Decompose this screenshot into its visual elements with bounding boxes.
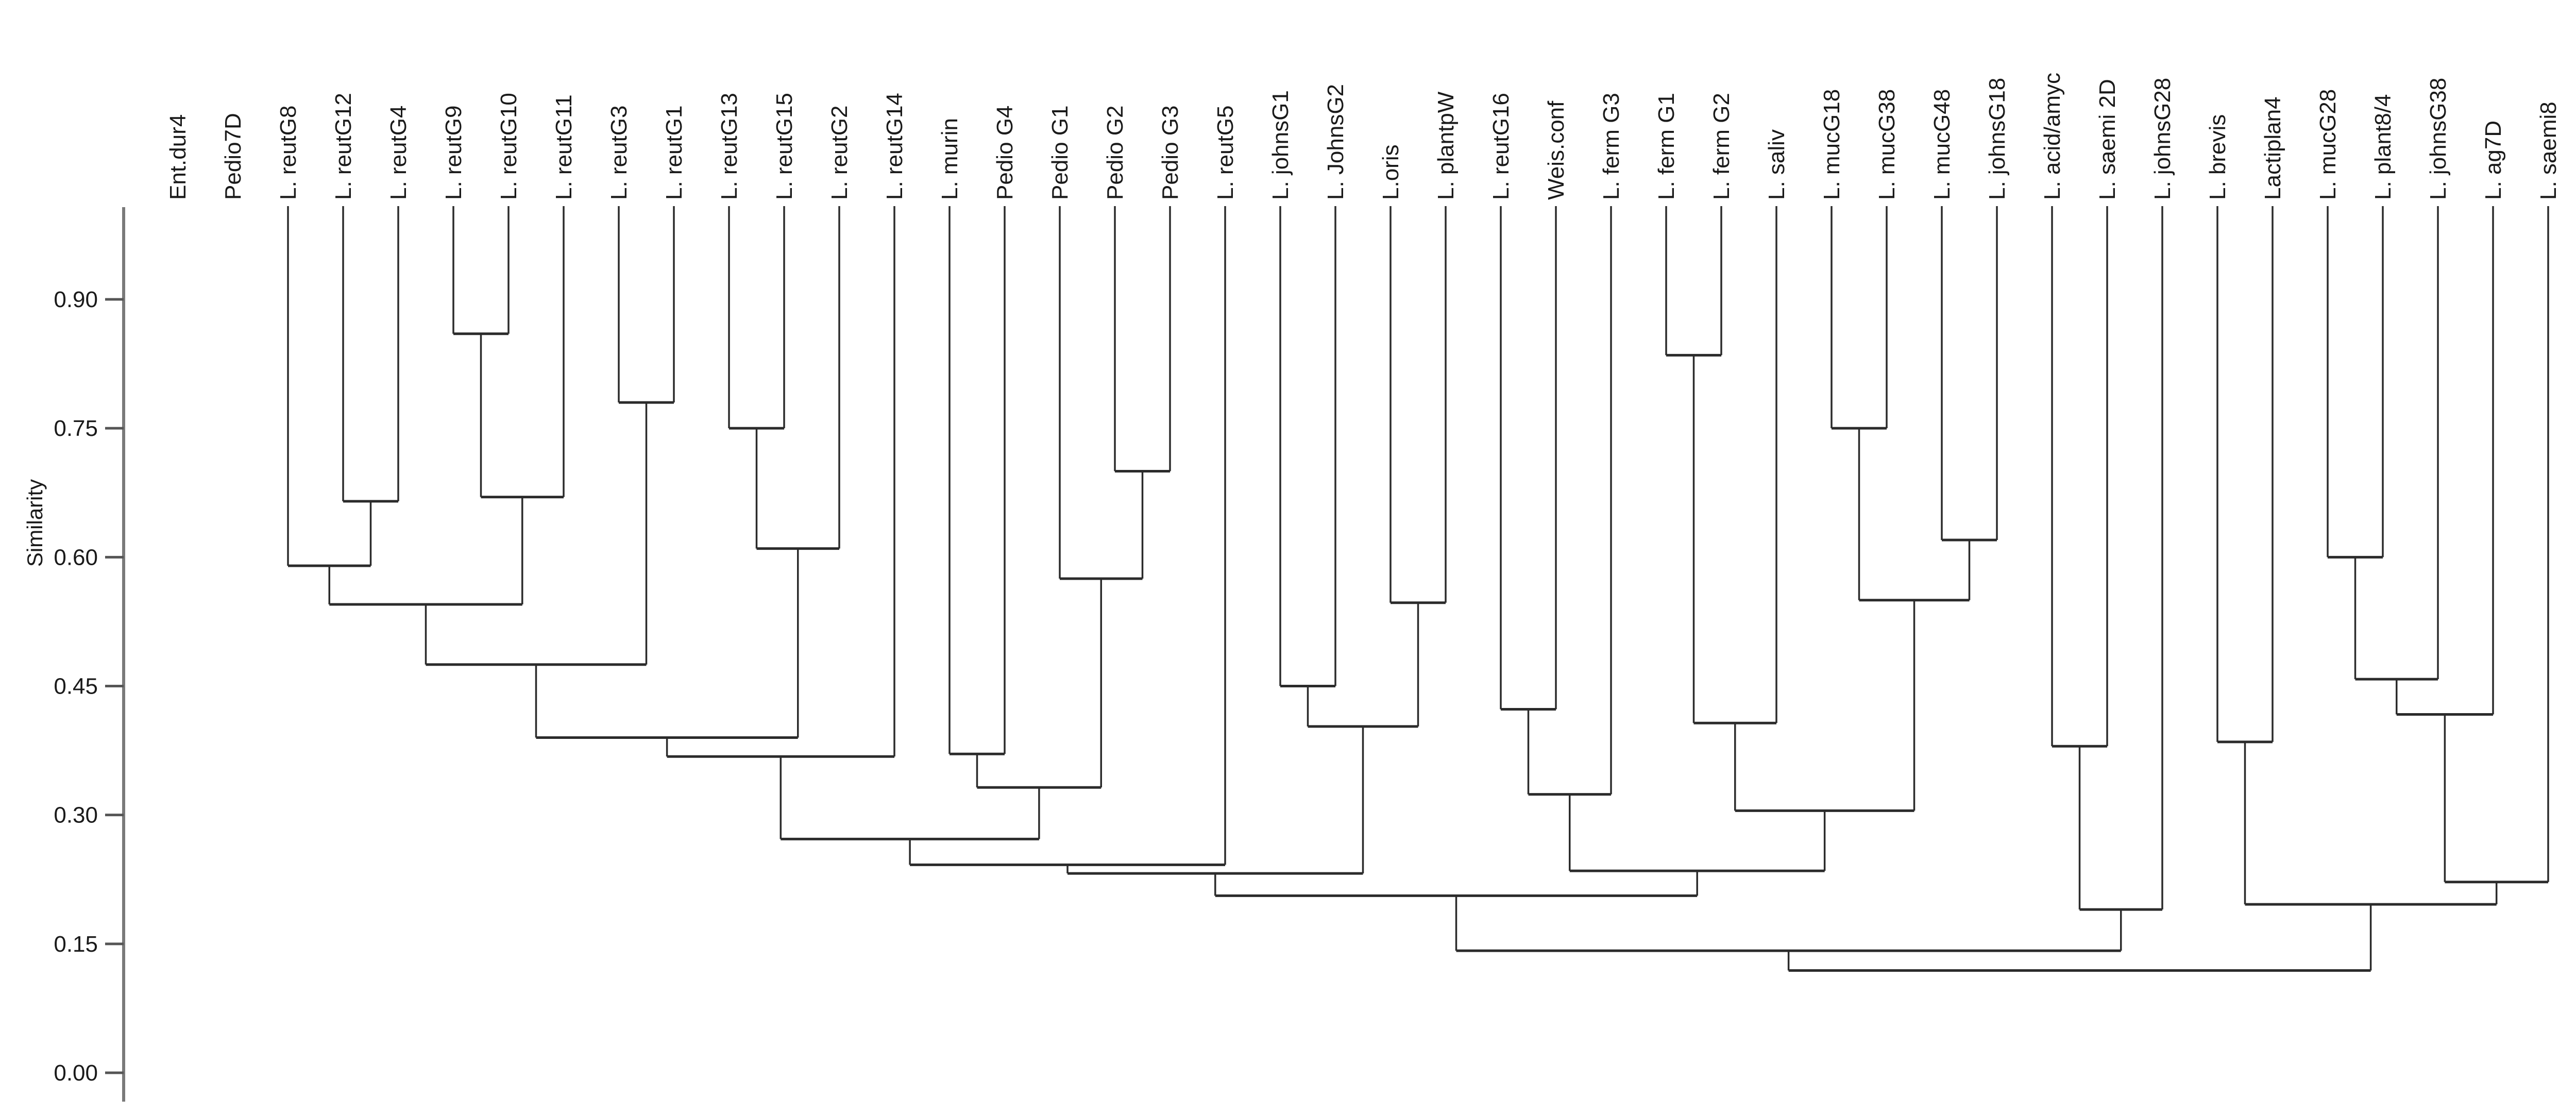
leaf-label: L. reutG1 [662, 106, 687, 200]
leaf-label: L. reutG12 [331, 93, 356, 200]
leaf-label: Pedio G3 [1158, 106, 1183, 200]
leaf-label: L. reutG15 [772, 93, 797, 200]
leaf-label: L. acid/amyc [2040, 73, 2065, 200]
leaf-label: Pedio7D [221, 113, 246, 200]
leaf-labels: Ent.dur4 Pedio7D L. reutG8 L. reutG12 L. reu… [165, 73, 2561, 200]
leaf-label: L. reutG13 [717, 93, 742, 200]
leaf-label: L. johnsG1 [1268, 90, 1293, 200]
leaf-label: Lactiplan4 [2260, 96, 2285, 200]
y-axis-tick-label: 0.75 [54, 416, 98, 441]
leaf-label: L. reutG11 [551, 94, 577, 200]
leaf-label: Pedio G4 [992, 106, 1018, 200]
leaf-label: L. ferm G3 [1599, 93, 1624, 200]
leaf-label: L. johnsG38 [2426, 78, 2451, 200]
leaf-label: L. johnsG18 [1985, 78, 2010, 200]
leaf-label: L. plant8/4 [2370, 94, 2396, 200]
leaf-label: L. saemi8 [2536, 102, 2561, 200]
y-axis: 0.90 0.75 0.60 0.45 0.30 0.15 0.00 [54, 207, 125, 1102]
leaf-label: L.oris [1378, 144, 1403, 200]
leaf-label: L. brevis [2205, 114, 2230, 200]
y-axis-tick-label: 0.00 [54, 1060, 98, 1086]
leaf-label: L. reutG3 [606, 106, 632, 200]
leaf-label: L. reutG4 [386, 106, 411, 200]
leaf-label: Ent.dur4 [165, 114, 191, 200]
y-axis-tick-label: 0.45 [54, 673, 98, 699]
leaf-label: L. saliv [1764, 129, 1789, 200]
leaf-label: L. mucG48 [1929, 89, 1955, 200]
dendrogram-links [287, 206, 2549, 972]
leaf-label: L. ag7D [2481, 121, 2506, 200]
leaf-label: L. reutG9 [441, 106, 466, 200]
leaf-label: Pedio G2 [1103, 106, 1128, 200]
leaf-label: L. reutG16 [1488, 93, 1514, 200]
leaf-label: L. mucG18 [1819, 89, 1844, 200]
leaf-label: L. ferm G1 [1654, 93, 1679, 200]
leaf-label: L. ferm G2 [1709, 93, 1734, 200]
y-axis-tick-label: 0.30 [54, 803, 98, 828]
leaf-label: Weis.conf [1544, 100, 1569, 200]
leaf-label: L. reutG14 [882, 93, 907, 200]
y-axis-tick-label: 0.60 [54, 545, 98, 570]
leaf-label: L. saemi 2D [2095, 79, 2120, 200]
leaf-label: L. mucG38 [1874, 89, 1900, 200]
leaf-label: L. reutG5 [1213, 106, 1238, 200]
leaf-label: Pedio G1 [1047, 106, 1073, 200]
y-axis-tick-label: 0.90 [54, 287, 98, 312]
leaf-label: L. plantpW [1433, 91, 1459, 200]
y-axis-title: Similarity [23, 479, 47, 567]
leaf-label: L. murin [937, 118, 962, 200]
leaf-label: L. johnsG28 [2150, 78, 2175, 200]
leaf-label: L. reutG2 [827, 106, 852, 200]
leaf-label: L. reutG10 [496, 93, 521, 200]
y-axis-tick-label: 0.15 [54, 932, 98, 957]
leaf-label: L. JohnsG2 [1323, 84, 1348, 200]
leaf-label: L. mucG28 [2315, 89, 2341, 200]
leaf-label: L. reutG8 [276, 106, 301, 200]
